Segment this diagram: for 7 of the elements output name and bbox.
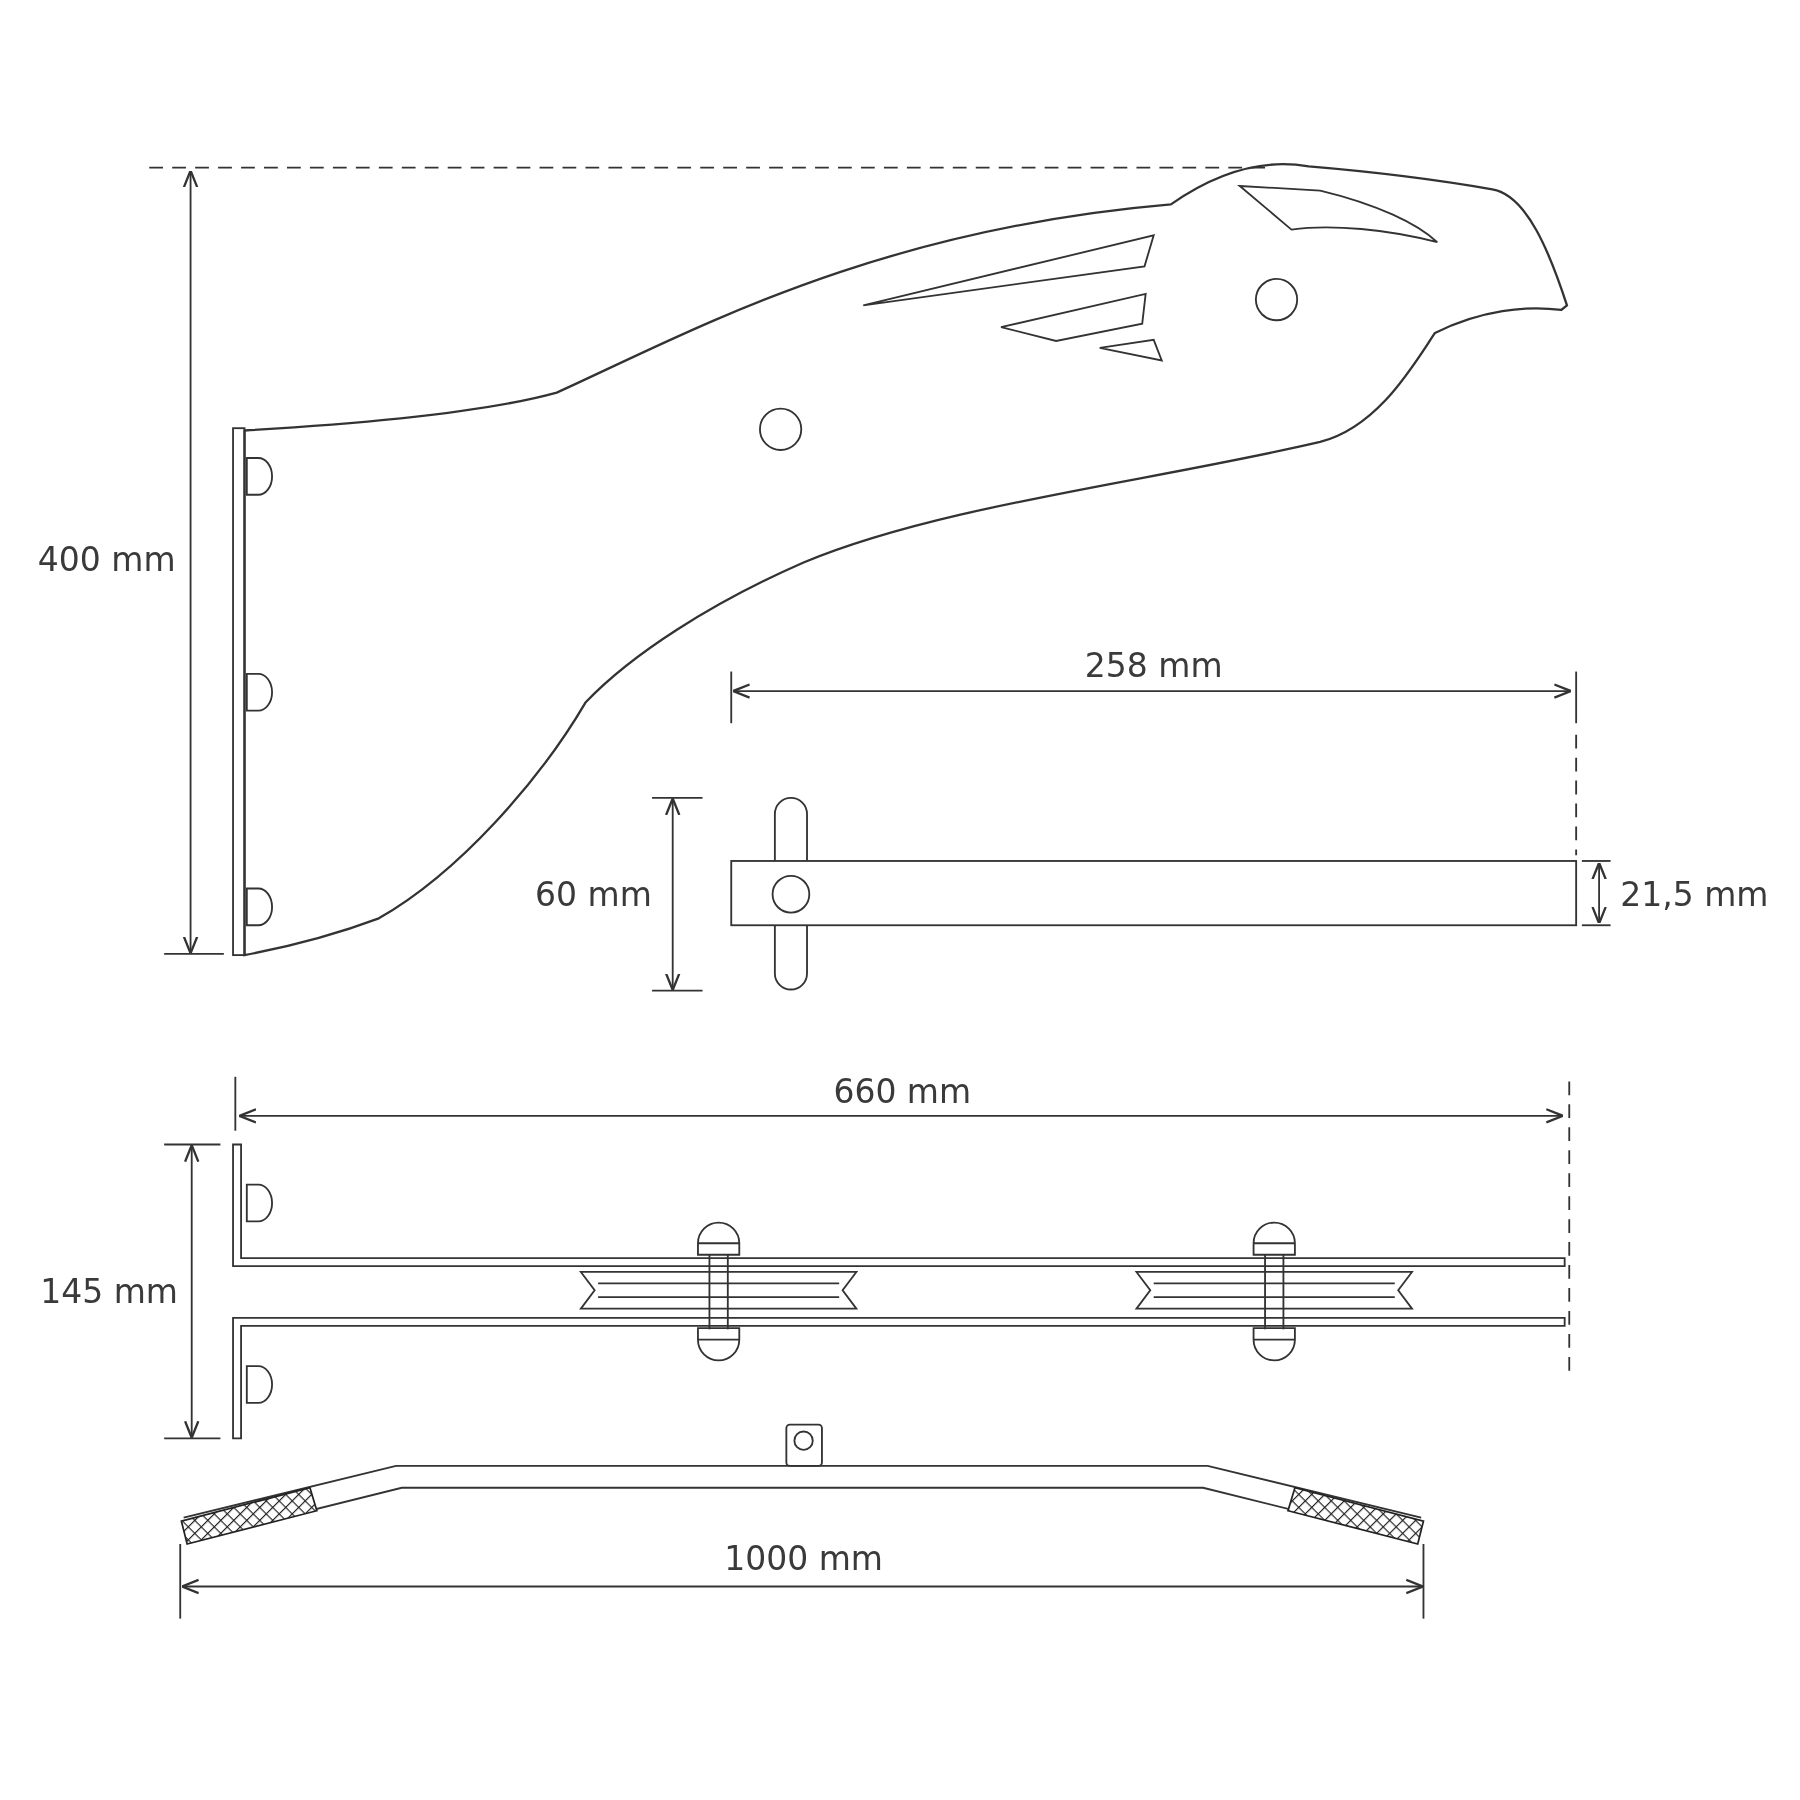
dimension-label: 60 mm [535,874,652,914]
dimension-label: 21,5 mm [1620,874,1769,914]
dimension-label: 660 mm [833,1071,972,1111]
dimension-label: 258 mm [1084,645,1223,685]
dimension-label: 145 mm [40,1271,178,1311]
dimension-label: 1000 mm [724,1538,883,1578]
dimension-label: 400 mm [37,539,176,579]
